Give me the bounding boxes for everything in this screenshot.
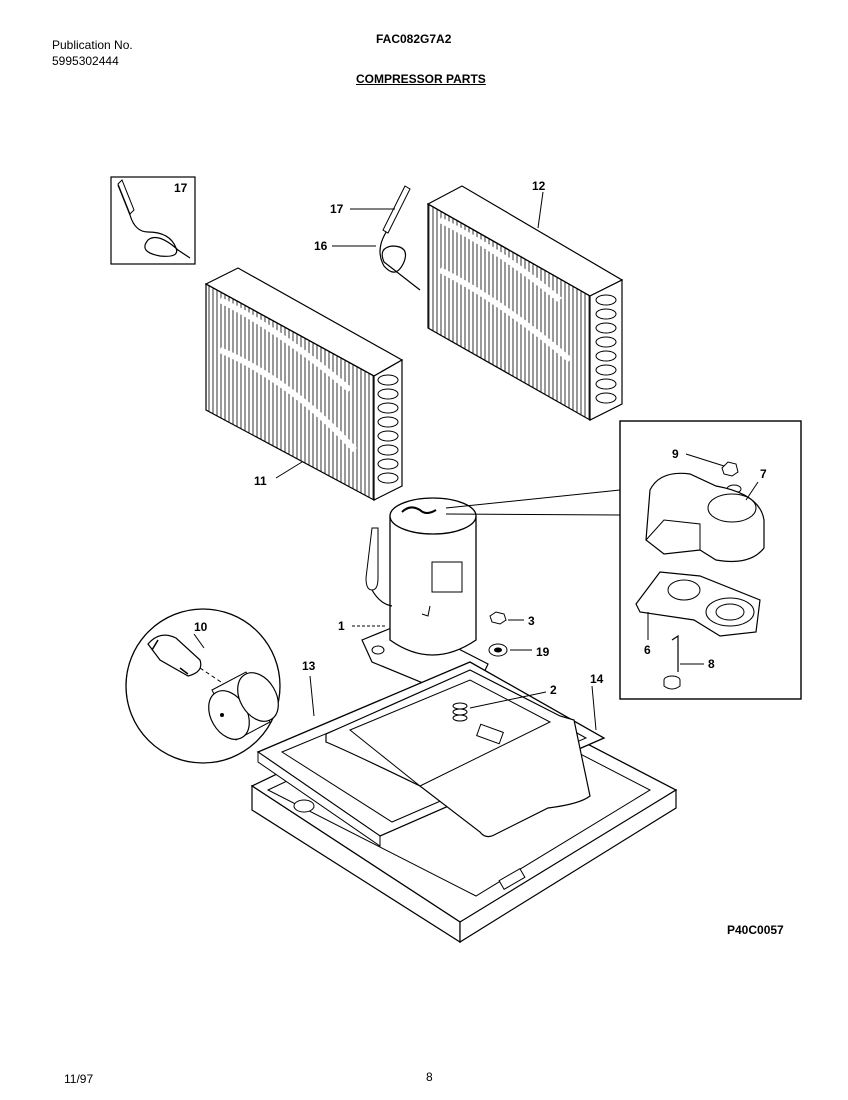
callout-16: 16 (314, 239, 328, 253)
callout-17-inset: 17 (174, 181, 188, 195)
publication-label: Publication No. (52, 38, 133, 52)
evaporator-coil (204, 267, 404, 502)
leader-2 (469, 691, 547, 709)
leader-7 (745, 481, 759, 501)
callout-14: 14 (590, 672, 604, 686)
compressor (361, 497, 489, 691)
publication-number: 5995302444 (52, 54, 119, 68)
leader-11 (275, 461, 303, 479)
capacitor-inset (125, 608, 281, 764)
callout-6: 6 (644, 643, 651, 657)
model-number: FAC082G7A2 (376, 32, 452, 46)
callout-17: 17 (330, 202, 344, 216)
drawing-code: P40C0057 (727, 923, 784, 937)
callout-12: 12 (532, 179, 546, 193)
callout-10: 10 (194, 620, 208, 634)
footer-date: 11/97 (64, 1072, 94, 1086)
mounting-nut (489, 611, 507, 625)
leader-12 (537, 191, 544, 229)
condenser-coil (426, 185, 624, 422)
leader-10 (193, 633, 205, 649)
callout-7: 7 (760, 467, 767, 481)
detail-leader-bottom (445, 513, 621, 516)
inset-capillary-box (110, 176, 196, 265)
section-title: COMPRESSOR PARTS (356, 72, 486, 86)
callout-3: 3 (528, 614, 535, 628)
callout-1: 1 (338, 619, 345, 633)
leader-14 (591, 685, 597, 731)
callout-19: 19 (536, 645, 550, 659)
leader-9 (685, 453, 725, 467)
drain-pan (256, 661, 606, 847)
callout-2: 2 (550, 683, 557, 697)
capillary-tube (379, 185, 421, 291)
terminal-detail-box (619, 420, 802, 700)
callout-9: 9 (672, 447, 679, 461)
callout-8: 8 (708, 657, 715, 671)
page-number: 8 (426, 1070, 433, 1084)
leader-13 (309, 675, 315, 717)
callout-13: 13 (302, 659, 316, 673)
grommet (488, 643, 508, 657)
detail-leader-top (445, 489, 621, 509)
callout-11: 11 (254, 474, 267, 488)
